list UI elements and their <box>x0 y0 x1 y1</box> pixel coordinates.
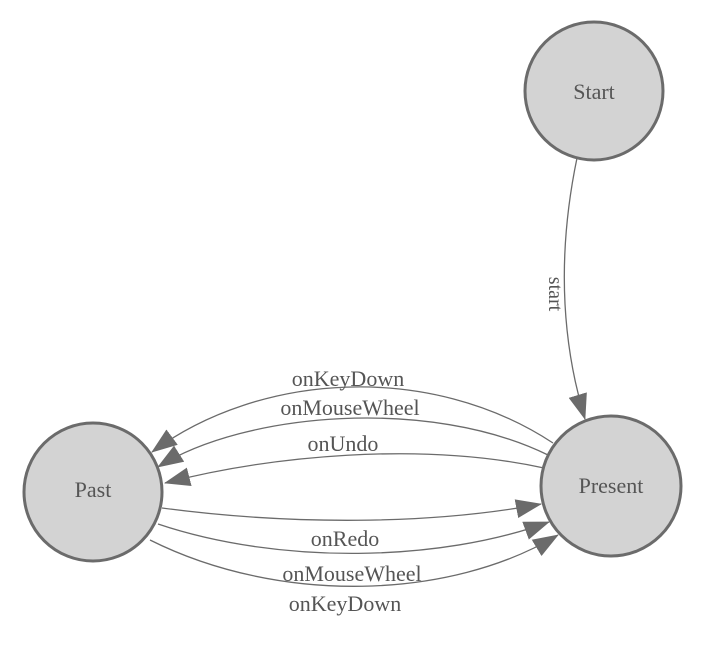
edge-label-onkeydown-top: onKeyDown <box>292 366 404 391</box>
node-start-circle[interactable] <box>523 20 665 162</box>
nodes-layer: Start Past Present <box>22 20 683 563</box>
edge-present-to-past-onundo <box>164 453 545 486</box>
node-present-circle[interactable] <box>539 414 683 558</box>
edge-present-to-past-onkeydown <box>151 386 554 453</box>
edge-past-to-present-onredo <box>161 499 542 521</box>
node-past-circle[interactable] <box>22 421 164 563</box>
edge-label-onkeydown-bottom: onKeyDown <box>289 591 401 616</box>
edge-past-to-present-onkeydown <box>149 534 559 587</box>
edge-label-onmousewheel-top: onMouseWheel <box>280 395 419 420</box>
edge-label-onmousewheel-bottom: onMouseWheel <box>282 561 421 586</box>
edge-label-onredo: onRedo <box>311 526 379 551</box>
node-present[interactable]: Present <box>539 414 683 558</box>
edge-label-start: start <box>544 277 566 312</box>
edge-past-to-present-onmousewheel <box>157 521 550 555</box>
edge-label-onundo: onUndo <box>308 431 379 456</box>
edge-present-to-past-onmousewheel <box>157 417 549 468</box>
node-start-label: Start <box>573 79 615 104</box>
node-start[interactable]: Start <box>523 20 665 162</box>
edge-labels-layer: start onKeyDown onMouseWheel onUndo onRe… <box>280 277 566 616</box>
edges-layer <box>149 157 587 587</box>
node-past-label: Past <box>75 477 112 502</box>
edge-start-to-present <box>563 157 587 420</box>
node-past[interactable]: Past <box>22 421 164 563</box>
node-present-label: Present <box>579 473 644 498</box>
